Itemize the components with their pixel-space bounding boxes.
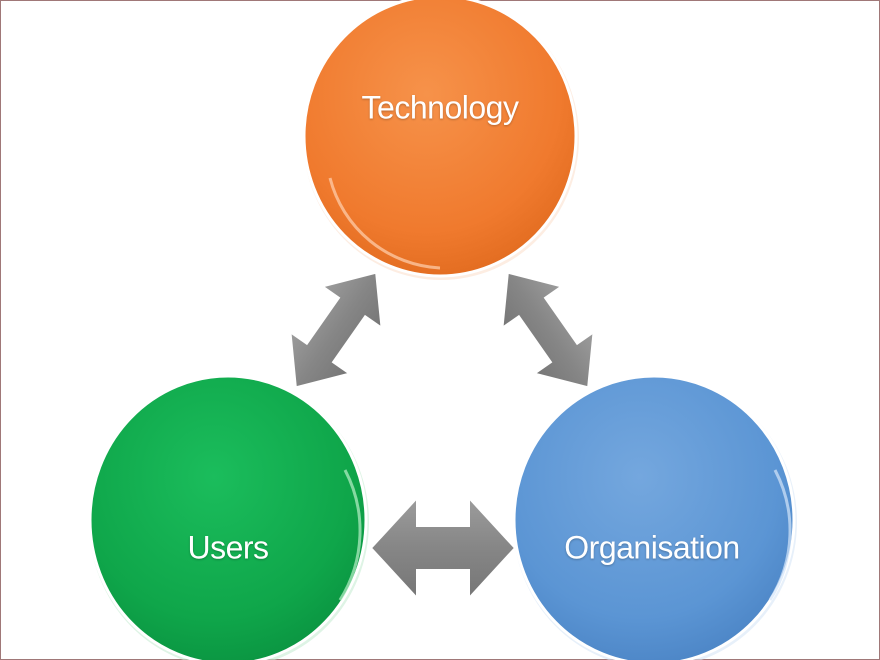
arrow-technology-organisation [501, 271, 595, 389]
node-organisation [512, 374, 797, 660]
technology-label: Technology [361, 89, 519, 126]
users-label: Users [187, 529, 269, 566]
arrow-users-technology [289, 271, 383, 389]
node-users [88, 374, 369, 660]
arrow-users-organisation [369, 495, 517, 601]
node-technology [302, 0, 579, 280]
organisation-label: Organisation [564, 529, 740, 566]
